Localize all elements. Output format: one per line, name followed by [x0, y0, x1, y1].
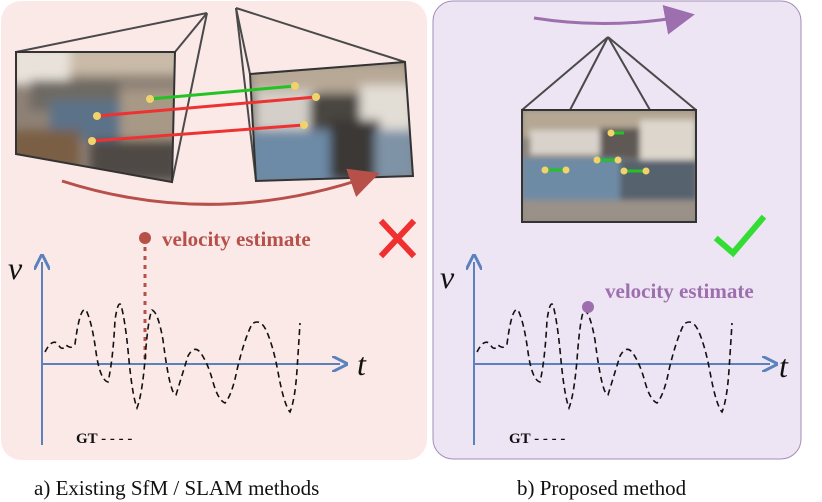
cross-icon: [378, 218, 417, 259]
v-axis-label-left: v: [8, 250, 23, 286]
keypoint: [593, 156, 601, 164]
blurred-frame-right: [521, 109, 697, 223]
velocity-estimate-dot-left: [139, 232, 151, 244]
right-panel: [432, 0, 802, 460]
blurred-frame-2: [248, 60, 415, 183]
keypoint: [146, 95, 154, 103]
v-axis-label-right: v: [440, 259, 455, 295]
motion-arrow-left: [61, 168, 380, 206]
t-axis-label-right: t: [779, 348, 789, 384]
keypoint: [562, 166, 570, 174]
feature-matches: [88, 82, 320, 145]
keypoint: [614, 156, 622, 164]
keypoint: [88, 137, 96, 145]
keypoint: [541, 166, 549, 174]
velocity-estimate-dot-right: [582, 301, 594, 313]
camera-frustum-left-1: [15, 12, 208, 183]
keypoint: [620, 167, 628, 175]
axes-left: [42, 262, 340, 445]
short-tracks: [541, 129, 650, 175]
caption-right: b) Proposed method: [517, 476, 687, 500]
camera-frustum-left-2: [235, 7, 406, 182]
gt-curve-right: [476, 303, 733, 414]
gt-curve-left: [44, 303, 301, 414]
keypoint: [93, 112, 101, 120]
motion-arrow-right: [533, 5, 695, 35]
velocity-estimate-label-left: velocity estimate: [162, 227, 311, 251]
keypoint: [291, 82, 299, 90]
t-axis-label-left: t: [357, 346, 367, 382]
gt-legend-left: GT - - - -: [76, 431, 132, 447]
keypoint: [300, 121, 308, 129]
keypoint: [642, 167, 650, 175]
keypoint: [312, 93, 320, 101]
velocity-estimate-label-right: velocity estimate: [605, 279, 754, 303]
camera-frustum-right: [521, 36, 697, 111]
keypoint: [607, 129, 615, 137]
gt-legend-right: GT - - - -: [509, 431, 565, 447]
axes-right: [474, 262, 770, 445]
check-icon: [713, 214, 767, 258]
caption-left: a) Existing SfM / SLAM methods: [34, 476, 320, 500]
